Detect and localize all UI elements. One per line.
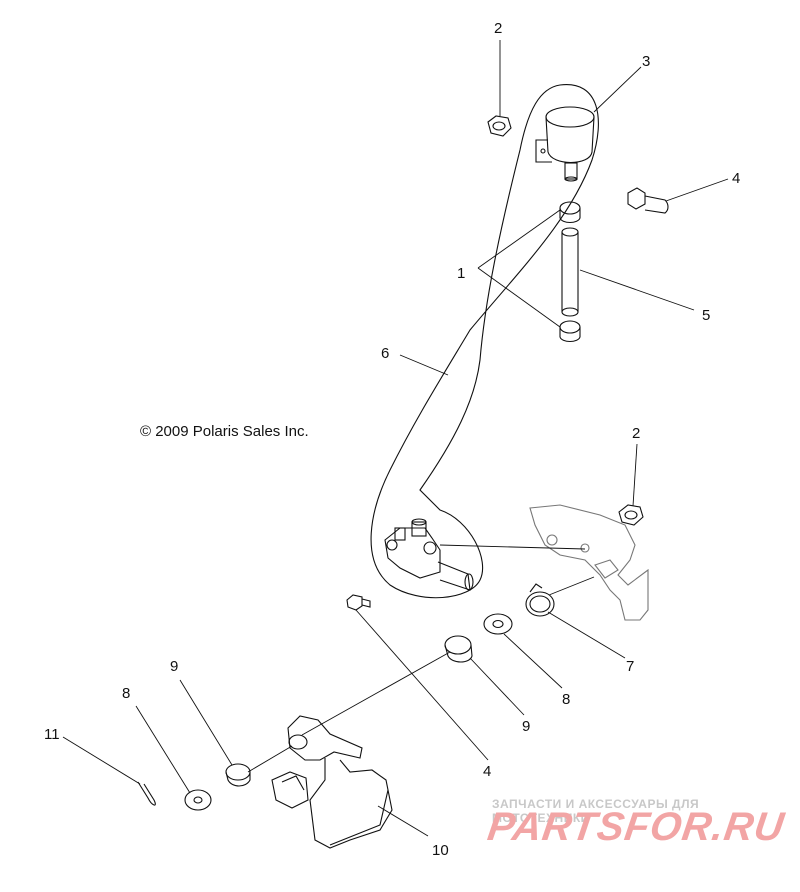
bolt-lower <box>346 594 371 611</box>
callout-9-right: 9 <box>522 718 530 735</box>
washer-right <box>483 613 513 635</box>
leader-lines <box>62 40 729 837</box>
nut-right <box>618 504 644 526</box>
callout-8-left: 8 <box>122 685 130 702</box>
callout-3: 3 <box>642 53 650 70</box>
watermark-brand: PARTSFOR.RU <box>484 805 788 849</box>
bolt-top <box>627 187 669 214</box>
master-cylinder <box>384 518 474 591</box>
bushing-left <box>225 763 251 787</box>
callout-2-right: 2 <box>632 425 640 442</box>
callout-4-lower: 4 <box>483 763 491 780</box>
mounting-bracket <box>529 504 649 621</box>
copyright-notice: © 2009 Polaris Sales Inc. <box>140 423 309 440</box>
watermark-subtitle: ЗАПЧАСТИ И АКСЕССУАРЫ ДЛЯ МОТОТЕХНИКИ <box>492 797 700 825</box>
bushing-right <box>444 635 473 663</box>
callout-7: 7 <box>626 658 634 675</box>
reservoir-hose-outline <box>370 84 599 599</box>
callout-11: 11 <box>44 726 60 743</box>
cotter-pin <box>137 781 156 806</box>
callout-numbers: 2 3 4 1 5 6 2 7 8 9 4 9 8 11 10 <box>44 20 740 859</box>
callout-2-top: 2 <box>494 20 502 37</box>
clamp-top <box>559 201 581 224</box>
callout-4-top: 4 <box>732 170 740 187</box>
callout-5: 5 <box>702 307 710 324</box>
nut-top <box>487 115 512 137</box>
hose <box>561 227 579 317</box>
callout-8-right: 8 <box>562 691 570 708</box>
callout-9-left: 9 <box>170 658 178 675</box>
spring-clip <box>525 583 555 617</box>
callout-6: 6 <box>381 345 389 362</box>
brake-pedal <box>271 715 393 849</box>
callout-10: 10 <box>432 842 449 859</box>
reservoir <box>535 106 595 182</box>
callout-1: 1 <box>457 265 465 282</box>
washer-left <box>184 789 212 811</box>
clamp-bottom <box>559 320 581 343</box>
